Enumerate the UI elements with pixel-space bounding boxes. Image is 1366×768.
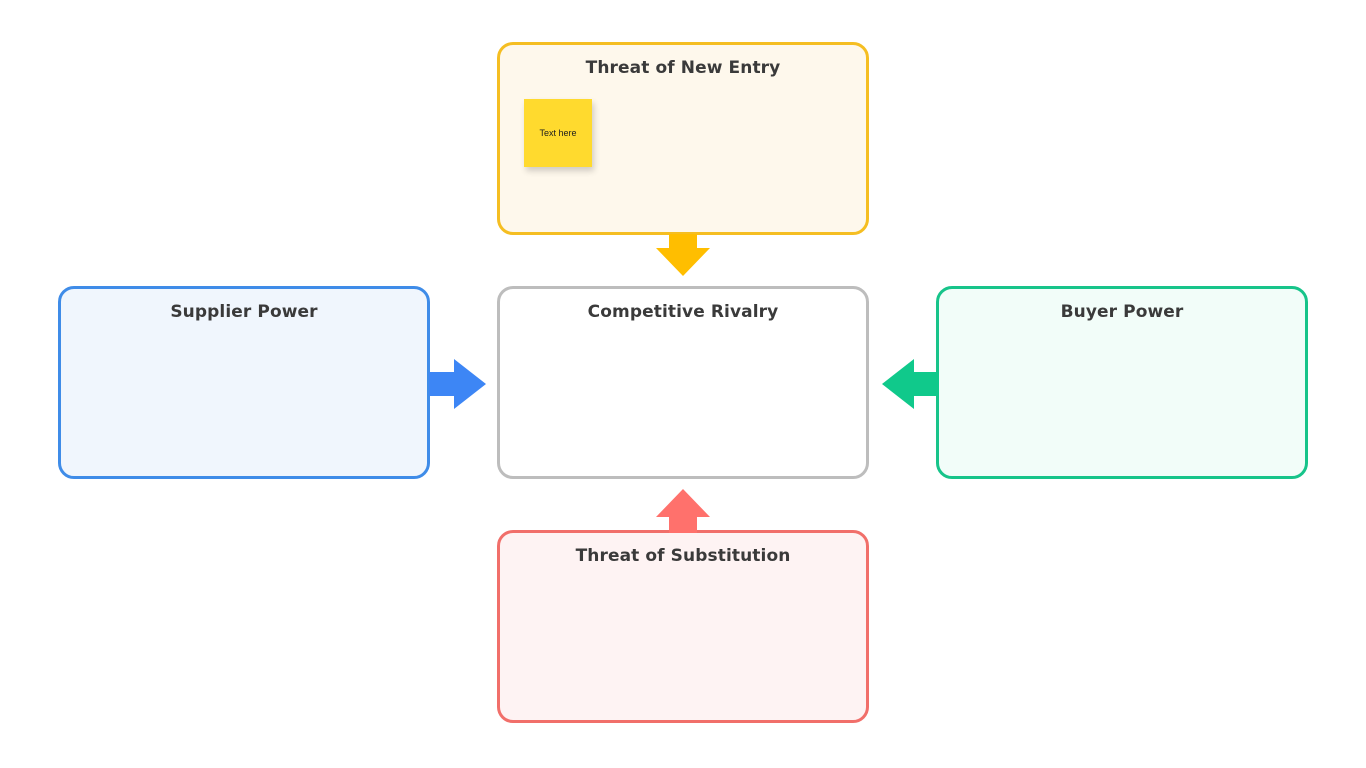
supplier-power-title: Supplier Power	[170, 302, 318, 322]
competitive-rivalry-box[interactable]: Competitive Rivalry	[497, 286, 869, 479]
arrow-left-shape	[882, 359, 939, 409]
threat-of-new-entry-title: Threat of New Entry	[585, 58, 781, 78]
arrow-down-icon	[656, 234, 710, 276]
buyer-power-title: Buyer Power	[1060, 302, 1184, 322]
buyer-power-box[interactable]: Buyer Power	[936, 286, 1308, 479]
arrow-up-icon	[656, 489, 710, 533]
arrow-down-shape	[656, 234, 710, 276]
threat-of-substitution-title: Threat of Substitution	[575, 546, 791, 566]
arrow-right-shape	[429, 359, 486, 409]
competitive-rivalry-title: Competitive Rivalry	[587, 302, 779, 322]
threat-of-new-entry-box[interactable]: Threat of New Entry Text here	[497, 42, 869, 235]
sticky-note-text: Text here	[539, 128, 577, 138]
threat-of-substitution-box[interactable]: Threat of Substitution	[497, 530, 869, 723]
supplier-power-box[interactable]: Supplier Power	[58, 286, 430, 479]
arrow-right-icon	[429, 359, 486, 409]
sticky-note[interactable]: Text here	[524, 99, 592, 167]
arrow-left-icon	[882, 359, 939, 409]
arrow-up-shape	[656, 489, 710, 533]
